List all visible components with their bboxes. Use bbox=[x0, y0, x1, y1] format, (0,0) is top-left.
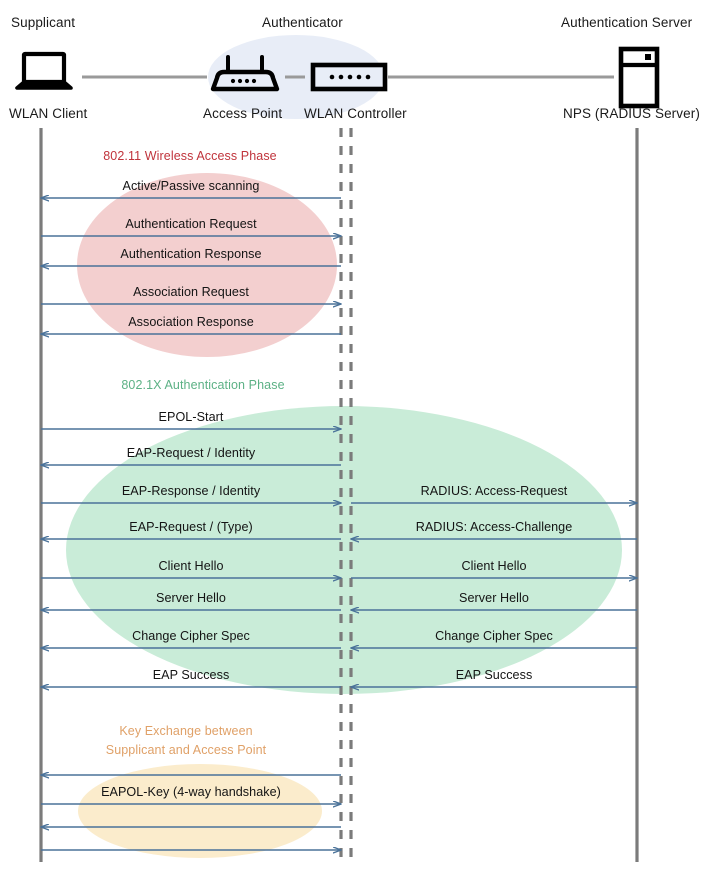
access-point-icon bbox=[210, 55, 280, 92]
message-label-left-10: Server Hello bbox=[156, 591, 226, 605]
node-role-auth-server: Authentication Server bbox=[561, 15, 693, 30]
node-role-authenticator: Authenticator bbox=[262, 15, 343, 30]
message-label-left-9: Client Hello bbox=[158, 559, 224, 573]
server-icon bbox=[618, 46, 660, 109]
phase-label-key-exchange: Key Exchange between Supplicant and Acce… bbox=[86, 722, 286, 760]
node-device-wlan-client: WLAN Client bbox=[9, 106, 88, 121]
message-label-left-8: EAP-Request / (Type) bbox=[129, 520, 253, 534]
phase-label-dot1x: 802.1X Authentication Phase bbox=[121, 378, 285, 392]
wlan-controller-icon bbox=[310, 62, 388, 92]
node-role-supplicant: Supplicant bbox=[11, 15, 76, 30]
phase-ellipse-dot1x-authentication bbox=[66, 406, 622, 694]
message-label-right-5: EAP Success bbox=[455, 668, 533, 682]
key-exchange-line-2: Supplicant and Access Point bbox=[105, 743, 267, 757]
message-label-left-12: EAP Success bbox=[152, 668, 230, 682]
message-label-right-3: Server Hello bbox=[459, 591, 529, 605]
message-label-left-5: EPOL-Start bbox=[158, 410, 224, 424]
message-label-left-3: Association Request bbox=[133, 285, 249, 299]
message-label-left-14: EAPOL-Key (4-way handshake) bbox=[101, 785, 281, 799]
message-label-left-0: Active/Passive scanning bbox=[122, 179, 260, 193]
lifelines bbox=[39, 128, 639, 862]
message-label-right-0: RADIUS: Access-Request bbox=[420, 484, 568, 498]
message-label-left-6: EAP-Request / Identity bbox=[126, 446, 256, 460]
message-label-right-2: Client Hello bbox=[461, 559, 527, 573]
message-label-left-11: Change Cipher Spec bbox=[132, 629, 250, 643]
node-device-nps: NPS (RADIUS Server) bbox=[563, 106, 700, 121]
laptop-icon bbox=[15, 51, 73, 90]
message-label-left-4: Association Response bbox=[128, 315, 254, 329]
phase-label-wireless-access: 802.11 Wireless Access Phase bbox=[103, 149, 277, 163]
message-label-right-4: Change Cipher Spec bbox=[435, 629, 553, 643]
node-device-wlan-controller: WLAN Controller bbox=[304, 106, 407, 121]
key-exchange-line-1: Key Exchange between bbox=[119, 724, 253, 738]
message-label-left-2: Authentication Response bbox=[120, 247, 262, 261]
message-arrows bbox=[41, 198, 637, 850]
phase-ellipse-key-exchange bbox=[78, 764, 322, 858]
phase-ellipse-wireless-access bbox=[77, 173, 337, 357]
node-device-access-point: Access Point bbox=[203, 106, 283, 121]
message-label-right-1: RADIUS: Access-Challenge bbox=[415, 520, 573, 534]
message-label-left-1: Authentication Request bbox=[125, 217, 257, 231]
message-label-left-7: EAP-Response / Identity bbox=[121, 484, 261, 498]
phase-ellipses bbox=[66, 173, 622, 858]
